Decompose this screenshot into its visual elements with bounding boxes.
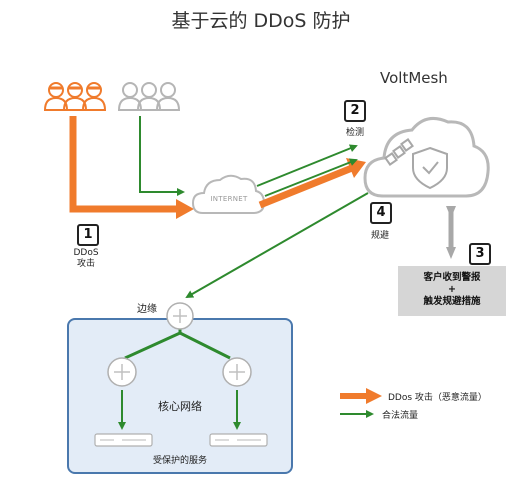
server-icon-right [209,433,268,447]
attacker-icons [43,82,107,111]
core-network-label: 核心网络 [158,400,202,413]
internet-label: INTERNET [210,195,248,203]
attacker-icon [81,82,107,111]
protected-services-label: 受保护的服务 [152,456,207,466]
mitigation-arrow [185,192,369,298]
diagram-title: 基于云的 DDoS 防护 [171,10,351,32]
edge-router-icon [166,302,194,330]
server-icon-left [94,433,153,447]
step-1-label-line2: 攻击 [76,259,95,269]
step-4-label: 规避 [370,231,389,241]
legend-legit-label: 合法流量 [382,411,419,421]
satellite-icon [384,138,414,166]
voltmesh-label: VoltMesh [380,69,448,87]
customer-alert-box: 客户收到警报 + 触发规避措施 [398,266,506,316]
step-1-label: DDoS 攻击 [68,248,104,270]
protected-network-box [67,318,293,474]
shield-icon [412,146,448,190]
edge-label: 边缘 [137,304,157,315]
core-router-icon-right [222,357,252,387]
user-icon [136,82,162,111]
legend-attack-label: DDos 攻击（恶意流量） [388,393,487,403]
user-icon [155,82,181,111]
user-icons [117,82,181,111]
customer-box-line3: 触发规避措施 [423,296,481,307]
legit-to-voltmesh-arrow [256,144,358,187]
customer-box-line2: + [448,284,456,295]
step-4-marker: 4 [370,202,392,224]
core-router-icon-left [107,357,137,387]
customer-box-line1: 客户收到警报 [423,272,481,283]
step-1-label-line1: DDoS [73,248,99,258]
legit-to-voltmesh-arrow-2 [264,158,358,197]
step-2-marker: 2 [344,100,366,122]
step-3-marker: 3 [469,243,491,265]
attacker-icon [62,82,88,111]
step-2-label: 检测 [345,128,364,138]
attack-arrowhead [176,199,194,219]
legend-attack-arrowhead [366,388,382,404]
legit-flow-arrow [139,116,185,196]
step-1-marker: 1 [77,224,99,246]
attacker-icon [43,82,69,111]
voltmesh-cloud-icon [363,116,490,198]
user-icon [117,82,143,111]
attack-flow-arrow [69,116,178,213]
attack-to-voltmesh-arrow [258,164,354,209]
